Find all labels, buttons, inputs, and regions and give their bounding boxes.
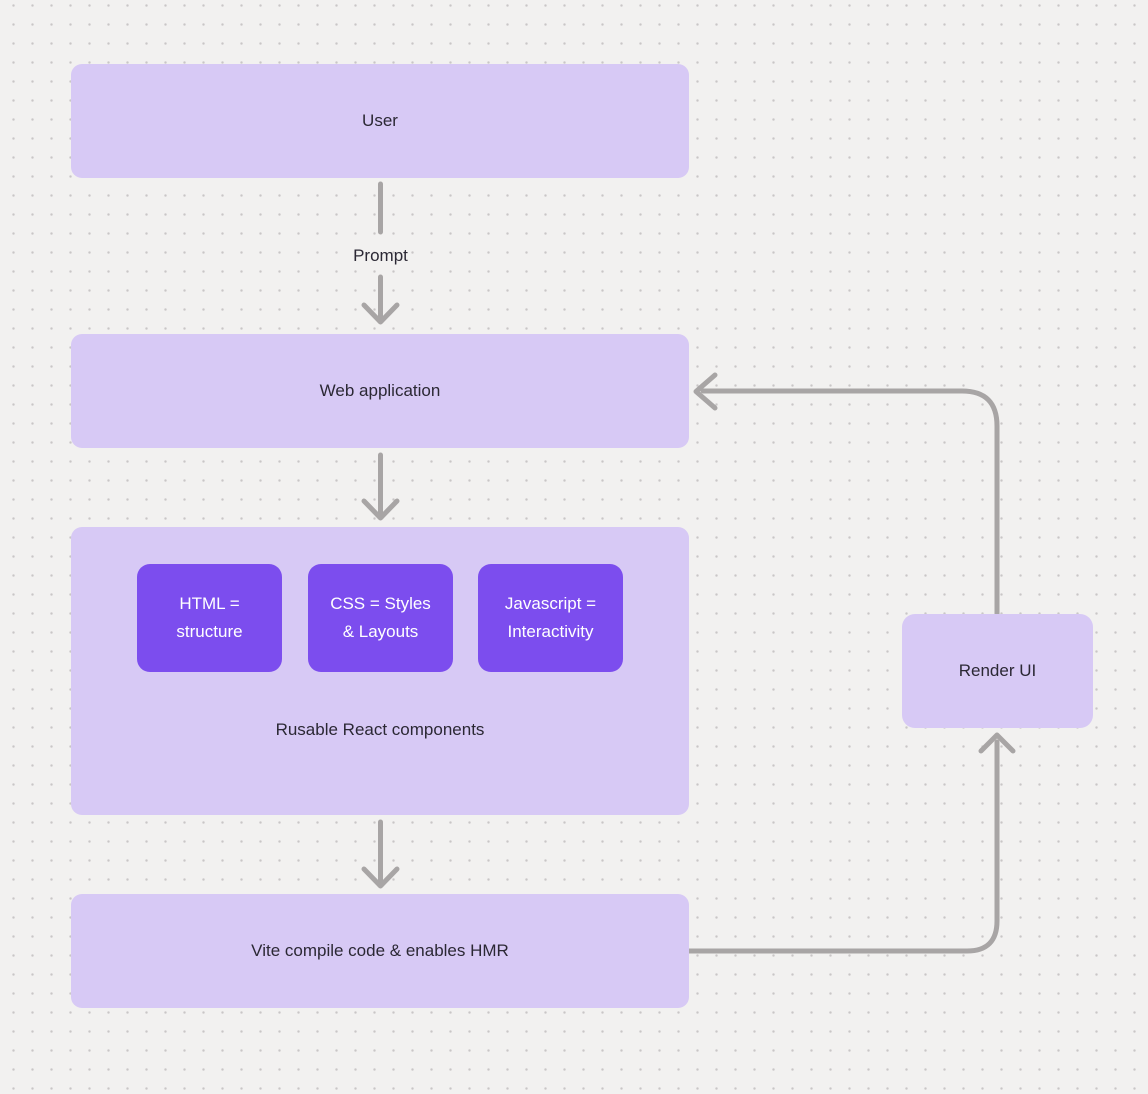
arrowhead-down-icon bbox=[361, 302, 400, 325]
node-render-ui-label: Render UI bbox=[958, 660, 1037, 680]
node-vite: Vite compile code & enables HMR bbox=[71, 894, 689, 1008]
component-box-javascript: Javascript = Interactivity bbox=[478, 564, 623, 672]
arrowhead-up-icon bbox=[978, 732, 1016, 754]
node-web-application: Web application bbox=[71, 334, 689, 448]
edge-renderui-to-webapp bbox=[693, 372, 1000, 617]
node-components-group: HTML = structure CSS = Styles & Layouts … bbox=[71, 527, 689, 815]
component-box-html-label: HTML = structure bbox=[176, 593, 243, 641]
connector-line bbox=[686, 739, 1000, 954]
components-group-caption: Rusable React components bbox=[275, 720, 485, 739]
edge-label-prompt: Prompt bbox=[353, 246, 408, 265]
connector-line bbox=[700, 388, 1000, 617]
node-web-application-label: Web application bbox=[319, 380, 441, 400]
component-box-javascript-label: Javascript = Interactivity bbox=[504, 593, 597, 641]
node-user: User bbox=[71, 64, 689, 178]
edge-vite-to-renderui bbox=[686, 732, 1016, 954]
arrowhead-down-icon bbox=[361, 866, 400, 889]
component-box-html: HTML = structure bbox=[137, 564, 282, 672]
node-user-label: User bbox=[362, 110, 398, 130]
node-vite-label: Vite compile code & enables HMR bbox=[251, 940, 509, 960]
component-box-css-label: CSS = Styles & Layouts bbox=[330, 593, 431, 641]
arrowhead-left-icon bbox=[693, 372, 718, 411]
node-render-ui: Render UI bbox=[902, 614, 1093, 728]
component-box-css: CSS = Styles & Layouts bbox=[308, 564, 453, 672]
edge-components-to-vite bbox=[361, 819, 400, 889]
arrowhead-down-icon bbox=[361, 498, 400, 521]
edge-webapp-to-components bbox=[361, 452, 400, 521]
